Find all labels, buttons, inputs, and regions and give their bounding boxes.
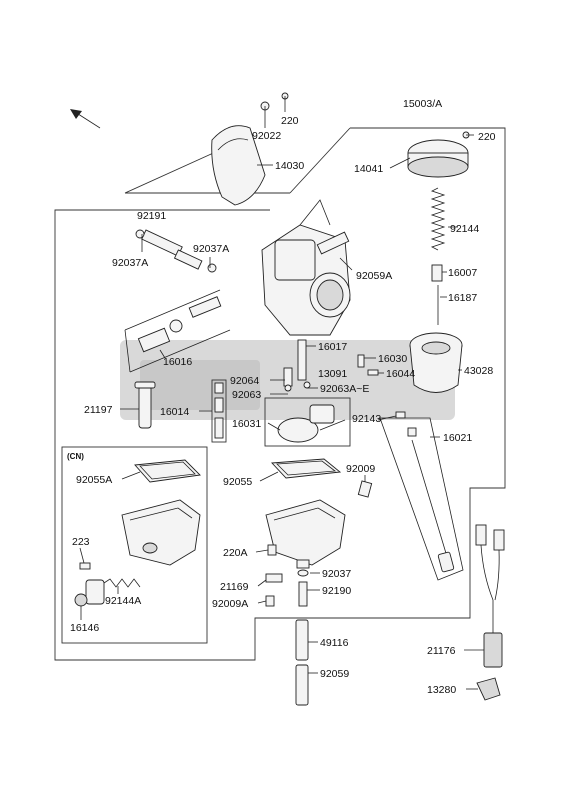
label-13280: 13280: [427, 684, 456, 696]
label-16031: 16031: [232, 418, 261, 430]
diaphragm-cap-part: [407, 131, 470, 178]
label-16030: 16030: [378, 353, 407, 365]
float-bowl-part: [265, 499, 346, 569]
label-92143: 92143: [352, 413, 381, 425]
choke-plunger-part: [124, 289, 231, 373]
top-cover-part: [211, 92, 289, 206]
label-16187: 16187: [448, 292, 477, 304]
label-14041: 14041: [354, 163, 383, 175]
label-16016: 16016: [163, 356, 192, 368]
label-16021: 16021: [443, 432, 472, 444]
label-15003a: 15003/A: [403, 98, 442, 110]
label-92055a: 92055A: [76, 474, 112, 486]
label-16007: 16007: [448, 267, 477, 279]
label-92022: 92022: [252, 130, 281, 142]
direction-arrow-icon: [70, 109, 101, 129]
screw-part: [357, 480, 373, 498]
label-92144: 92144: [450, 223, 479, 235]
label-92191: 92191: [137, 210, 166, 222]
label-92037: 92037: [322, 568, 351, 580]
link-rod-part: [135, 229, 217, 273]
gasket-part: [271, 458, 342, 479]
small-screw-part: [303, 354, 379, 389]
label-16017: 16017: [318, 341, 347, 353]
float-valve-rod-part: [379, 411, 464, 581]
label-92063a-e: 92063A~E: [320, 383, 369, 395]
tube-part: [316, 231, 350, 255]
bowl-screw-part: [265, 544, 283, 607]
label-92059a: 92059A: [356, 270, 392, 282]
gasket-part-inset: [134, 459, 201, 483]
label-43028: 43028: [464, 365, 493, 377]
label-92190: 92190: [322, 585, 351, 597]
cn-inset-box: (CN): [61, 446, 208, 644]
label-16146: 16146: [70, 622, 99, 634]
jet-needle-part: [431, 264, 443, 325]
label-16014: 16014: [160, 406, 189, 418]
assembly-frame: [54, 127, 506, 661]
label-220-right: 220: [478, 131, 496, 143]
clamp-part: [476, 677, 501, 701]
float-bowl-inset-part: [121, 499, 201, 566]
inset-label: (CN): [67, 452, 84, 461]
part-labels: 15003/A 220 92022 220 14030 14041 92191 …: [70, 98, 496, 696]
label-92144a: 92144A: [105, 595, 141, 607]
drain-parts: [297, 569, 309, 607]
main-jet-part: [283, 339, 307, 392]
label-21169: 21169: [220, 581, 249, 593]
label-92009a: 92009A: [212, 598, 248, 610]
label-92037a-right: 92037A: [193, 243, 229, 255]
carburetor-body-part: [261, 199, 351, 336]
label-223: 223: [72, 536, 90, 548]
label-21176: 21176: [427, 645, 456, 657]
spring-part: [430, 187, 446, 251]
label-220a: 220A: [223, 547, 248, 559]
label-49116: 49116: [320, 637, 349, 649]
leader-lines: [79, 96, 484, 690]
label-92009: 92009: [346, 463, 375, 475]
fitting-part: [134, 381, 156, 429]
label-92055: 92055: [223, 476, 252, 488]
label-14030: 14030: [275, 160, 304, 172]
label-13091: 13091: [318, 368, 347, 380]
label-92063: 92063: [232, 389, 261, 401]
drain-tube-parts: [295, 619, 309, 706]
inset-screw-spring-part: [74, 562, 141, 607]
pump-box-part: [264, 397, 351, 447]
label-16044: 16044: [386, 368, 415, 380]
label-92064: 92064: [230, 375, 259, 387]
label-92037a-left: 92037A: [112, 257, 148, 269]
vacuum-piston-part: [409, 332, 463, 393]
label-21197: 21197: [84, 404, 113, 416]
label-220-top: 220: [281, 115, 299, 127]
label-92059: 92059: [320, 668, 349, 680]
sensor-harness-part: [475, 524, 505, 668]
